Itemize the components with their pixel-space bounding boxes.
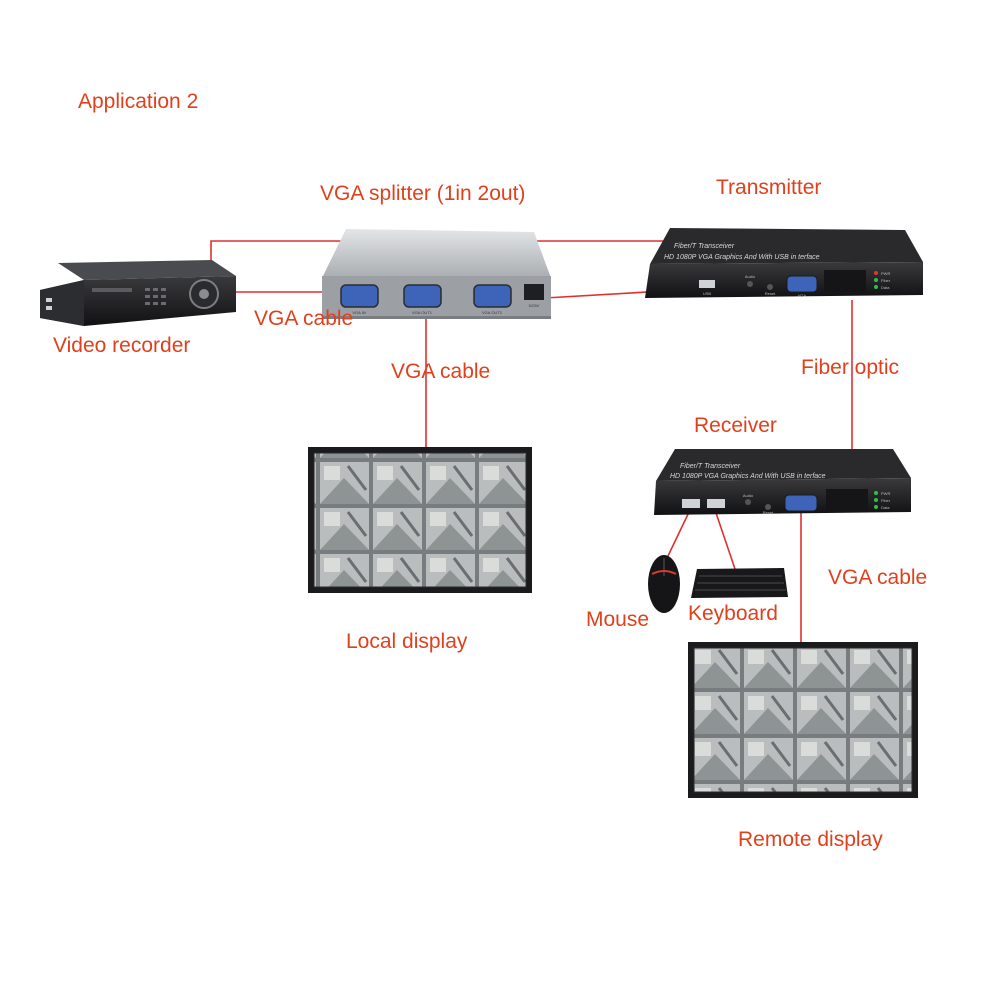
- transmitter-model-text: HD 1080P VGA Graphics And With USB in te…: [664, 254, 820, 261]
- receiver-led-label: PWR: [881, 491, 890, 496]
- transmitter-usb-port: [699, 280, 715, 288]
- video-recorder-icon: [40, 260, 236, 326]
- receiver-usb-port-2: [707, 499, 725, 508]
- transmitter-brand-text: Fiber/T Transceiver: [674, 243, 735, 250]
- transmitter-label: Transmitter: [716, 176, 822, 199]
- remote-display-monitor-icon: [688, 642, 918, 798]
- splitter-port-label: VGA IN: [352, 310, 365, 315]
- vga-cable-label-recorder: VGA cable: [254, 307, 354, 330]
- vga-splitter-icon: VGA IN VGA OUT1 VGA OUT2 DC5V: [322, 229, 551, 319]
- receiver-to-keyboard-cable: [714, 509, 736, 570]
- transmitter-port-label: VGA: [798, 293, 807, 298]
- receiver-port-label: Reset: [763, 510, 774, 515]
- vga-cable-label-remote: VGA cable: [828, 566, 928, 589]
- local-display-monitor-icon: [308, 447, 532, 593]
- keyboard-label: Keyboard: [688, 602, 778, 625]
- receiver-to-mouse-cable: [667, 509, 691, 557]
- splitter-vga-in-port: [340, 284, 379, 308]
- receiver-icon: Fiber/T Transceiver HD 1080P VGA Graphic…: [654, 449, 911, 515]
- receiver-led-label: Fiber: [881, 498, 891, 503]
- receiver-usb-port-1: [682, 499, 700, 508]
- mouse-icon: [648, 555, 680, 613]
- receiver-brand-text: Fiber/T Transceiver: [680, 463, 741, 470]
- fiber-optic-label: Fiber optic: [801, 356, 900, 379]
- mouse-label: Mouse: [586, 608, 650, 631]
- keyboard-icon: [691, 568, 788, 598]
- application-title: Application 2: [78, 90, 199, 113]
- local-display-label: Local display: [346, 630, 468, 653]
- splitter-port-label: VGA OUT1: [412, 310, 433, 315]
- transmitter-port-label: Reset: [765, 291, 776, 296]
- receiver-vga-port: [784, 494, 818, 512]
- remote-display-label: Remote display: [738, 828, 883, 851]
- transmitter-led-label: Fiber: [881, 278, 891, 283]
- transmitter-icon: Fiber/T Transceiver HD 1080P VGA Graphic…: [645, 228, 923, 298]
- receiver-led-label: Data: [881, 505, 890, 510]
- video-recorder-label: Video recorder: [53, 334, 191, 357]
- splitter-port-label: VGA OUT2: [482, 310, 503, 315]
- transmitter-port-label: USB: [703, 291, 712, 296]
- splitter-dc-port: [524, 284, 544, 300]
- transmitter-led-label: PWR: [881, 271, 890, 276]
- vga-splitter-label: VGA splitter (1in 2out): [320, 182, 526, 205]
- splitter-port-label: DC5V: [529, 303, 540, 308]
- splitter-vga-out1-port: [403, 284, 442, 308]
- transmitter-led-label: Data: [881, 285, 890, 290]
- transmitter-vga-port: [786, 275, 818, 293]
- vga-cable-label-local: VGA cable: [391, 360, 491, 383]
- transmitter-port-label: Audio: [745, 274, 756, 279]
- splitter-vga-out2-port: [473, 284, 512, 308]
- receiver-label: Receiver: [694, 414, 777, 437]
- receiver-model-text: HD 1080P VGA Graphics And With USB in te…: [670, 473, 826, 480]
- receiver-port-label: Audio: [743, 493, 754, 498]
